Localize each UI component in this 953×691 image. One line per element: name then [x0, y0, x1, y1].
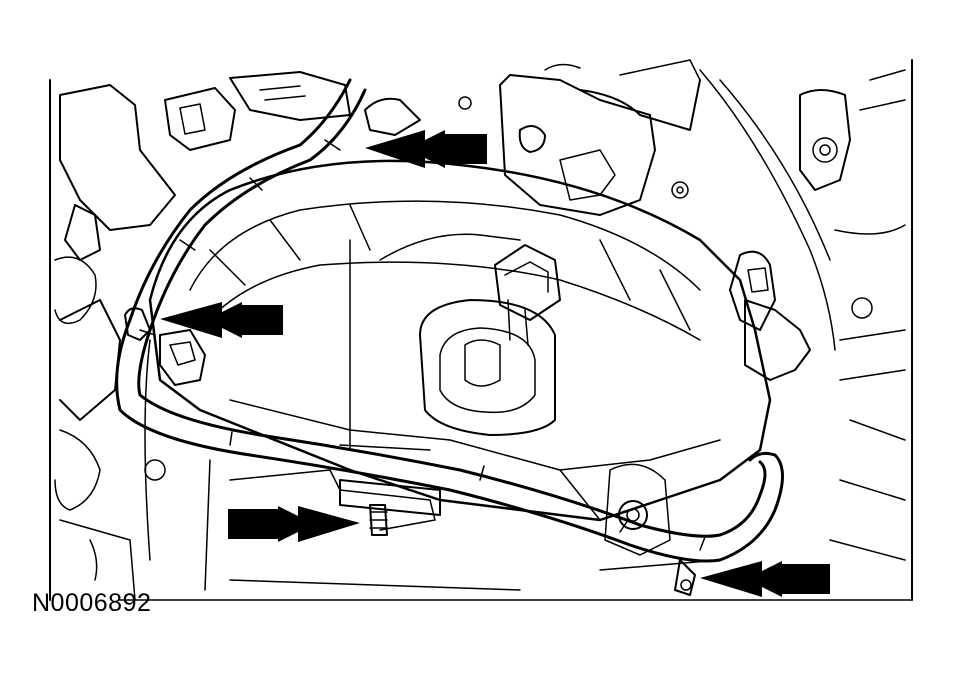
arrow-upper-right [365, 130, 487, 168]
engine-background-detail [54, 59, 906, 601]
callout-arrows [160, 130, 830, 597]
wiring-harness-tube [115, 78, 784, 596]
drawing-frame [49, 59, 913, 601]
figure-id-label: N0006892 [32, 589, 152, 617]
arrow-lower-left-stud [228, 506, 360, 542]
arrow-lower-right-bolt [700, 561, 830, 597]
arrow-left-clip [160, 302, 283, 338]
